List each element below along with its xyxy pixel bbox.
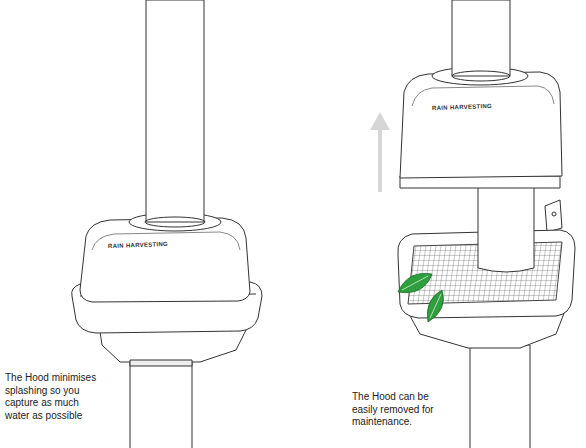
leaves <box>398 273 443 322</box>
lift-arrow <box>370 112 390 192</box>
caption-note: The Hood can be easily removed for maint… <box>352 391 452 429</box>
wall-bracket <box>545 200 562 232</box>
lower-pipe <box>470 345 530 448</box>
pipe-stub <box>478 180 534 272</box>
hood-body <box>400 72 562 178</box>
caption-note: The Hood minimises splashing so you capt… <box>5 372 105 422</box>
upper-pipe <box>452 0 510 76</box>
lower-pipe <box>130 360 192 448</box>
upper-pipe <box>146 0 204 222</box>
